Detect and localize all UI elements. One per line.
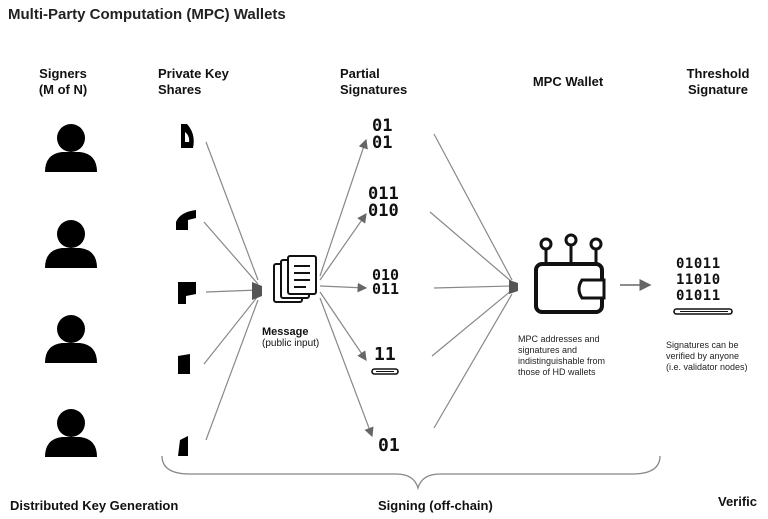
message-subtitle: (public input): [262, 338, 320, 349]
threshold-bits-row: 01011: [676, 256, 721, 272]
message-label: Message (public input): [262, 326, 352, 349]
header-signers: Signers (M of N): [22, 66, 104, 98]
wallet-circuit-icon: [534, 233, 606, 314]
key-share-fragment-icon: [178, 436, 188, 456]
person-icon: [45, 220, 97, 268]
header-threshold-sub: Signature: [688, 82, 748, 97]
signing-brace: [161, 455, 661, 491]
partial-signature-1-top: 01: [372, 116, 393, 136]
share-to-message-lines: [203, 141, 259, 441]
header-threshold-label: Threshold: [686, 66, 750, 81]
header-private-key-sub: Shares: [158, 82, 202, 97]
key-share-fragment-icon: [178, 282, 196, 304]
partial-signature-1: 01 01: [372, 118, 406, 152]
wallet-input-arrowhead: [509, 280, 518, 294]
threshold-note-line: (i.e. validator nodes): [666, 362, 748, 372]
footer-signing: Signing (off-chain): [378, 498, 493, 513]
key-share-fragment-icon: [181, 124, 194, 148]
page-title: Multi-Party Computation (MPC) Wallets: [8, 6, 286, 23]
threshold-bits-row: 01011: [676, 288, 721, 304]
partial-signature-5-bottom: 01: [378, 435, 400, 456]
header-partial: Partial Signatures: [340, 66, 432, 98]
partial-signature-2-top: 011: [368, 184, 399, 204]
partial-signature-3-top: 010: [372, 266, 400, 284]
mpc-wallet-note: MPC addresses and signatures and indisti…: [518, 334, 628, 378]
message-input-arrowhead: [252, 282, 262, 300]
threshold-note: Signatures can be verified by anyone (i.…: [666, 340, 768, 373]
header-mpc-wallet: MPC Wallet: [520, 74, 616, 90]
partial-signature-3-bottom: 011: [372, 280, 400, 298]
threshold-note-line: verified by anyone: [666, 351, 740, 361]
message-to-partial-lines: [319, 138, 374, 438]
threshold-bits-row: 11010: [676, 272, 721, 288]
person-icon: [45, 124, 97, 172]
message-title: Message: [262, 326, 309, 338]
mpc-note-line: those of HD wallets: [518, 367, 596, 377]
key-shares-group: [176, 124, 196, 456]
partial-signature-2: 011 010: [368, 184, 408, 230]
partial-to-wallet-lines: [429, 133, 513, 429]
threshold-note-line: Signatures can be: [666, 340, 739, 350]
mpc-note-line: indistinguishable from: [518, 356, 606, 366]
mpc-note-line: signatures and: [518, 345, 578, 355]
signers-group: [45, 124, 97, 457]
partial-signature-4: 11: [374, 346, 408, 366]
header-signers-label: Signers: [39, 66, 87, 81]
key-share-fragment-icon: [176, 210, 196, 230]
partial-signature-2-bottom: 010: [368, 201, 399, 221]
pen-icon: [673, 308, 733, 315]
key-share-fragment-icon: [178, 354, 190, 374]
pen-icon: [371, 368, 399, 375]
person-icon: [45, 409, 97, 457]
partial-signature-3: 010 011: [372, 268, 408, 300]
header-private-key-label: Private Key: [158, 66, 229, 81]
threshold-signature-bits: 01011 11010 01011: [676, 256, 721, 304]
header-private-key: Private Key Shares: [158, 66, 254, 98]
mpc-note-line: MPC addresses and: [518, 334, 600, 344]
partial-signature-1-bottom: 01: [372, 133, 393, 153]
partial-signature-5: 01: [378, 428, 408, 462]
header-mpc-wallet-label: MPC Wallet: [532, 74, 604, 89]
header-threshold: Threshold Signature: [670, 66, 766, 98]
header-partial-label: Partial: [340, 66, 380, 81]
header-partial-sub: Signatures: [340, 82, 408, 97]
partial-signature-4-top: 11: [374, 344, 396, 365]
footer-verification: Verific: [718, 494, 758, 509]
person-icon: [45, 315, 97, 363]
header-signers-sub: (M of N): [38, 82, 88, 97]
document-stack-icon: [273, 255, 317, 303]
footer-dkg: Distributed Key Generation: [10, 498, 179, 513]
